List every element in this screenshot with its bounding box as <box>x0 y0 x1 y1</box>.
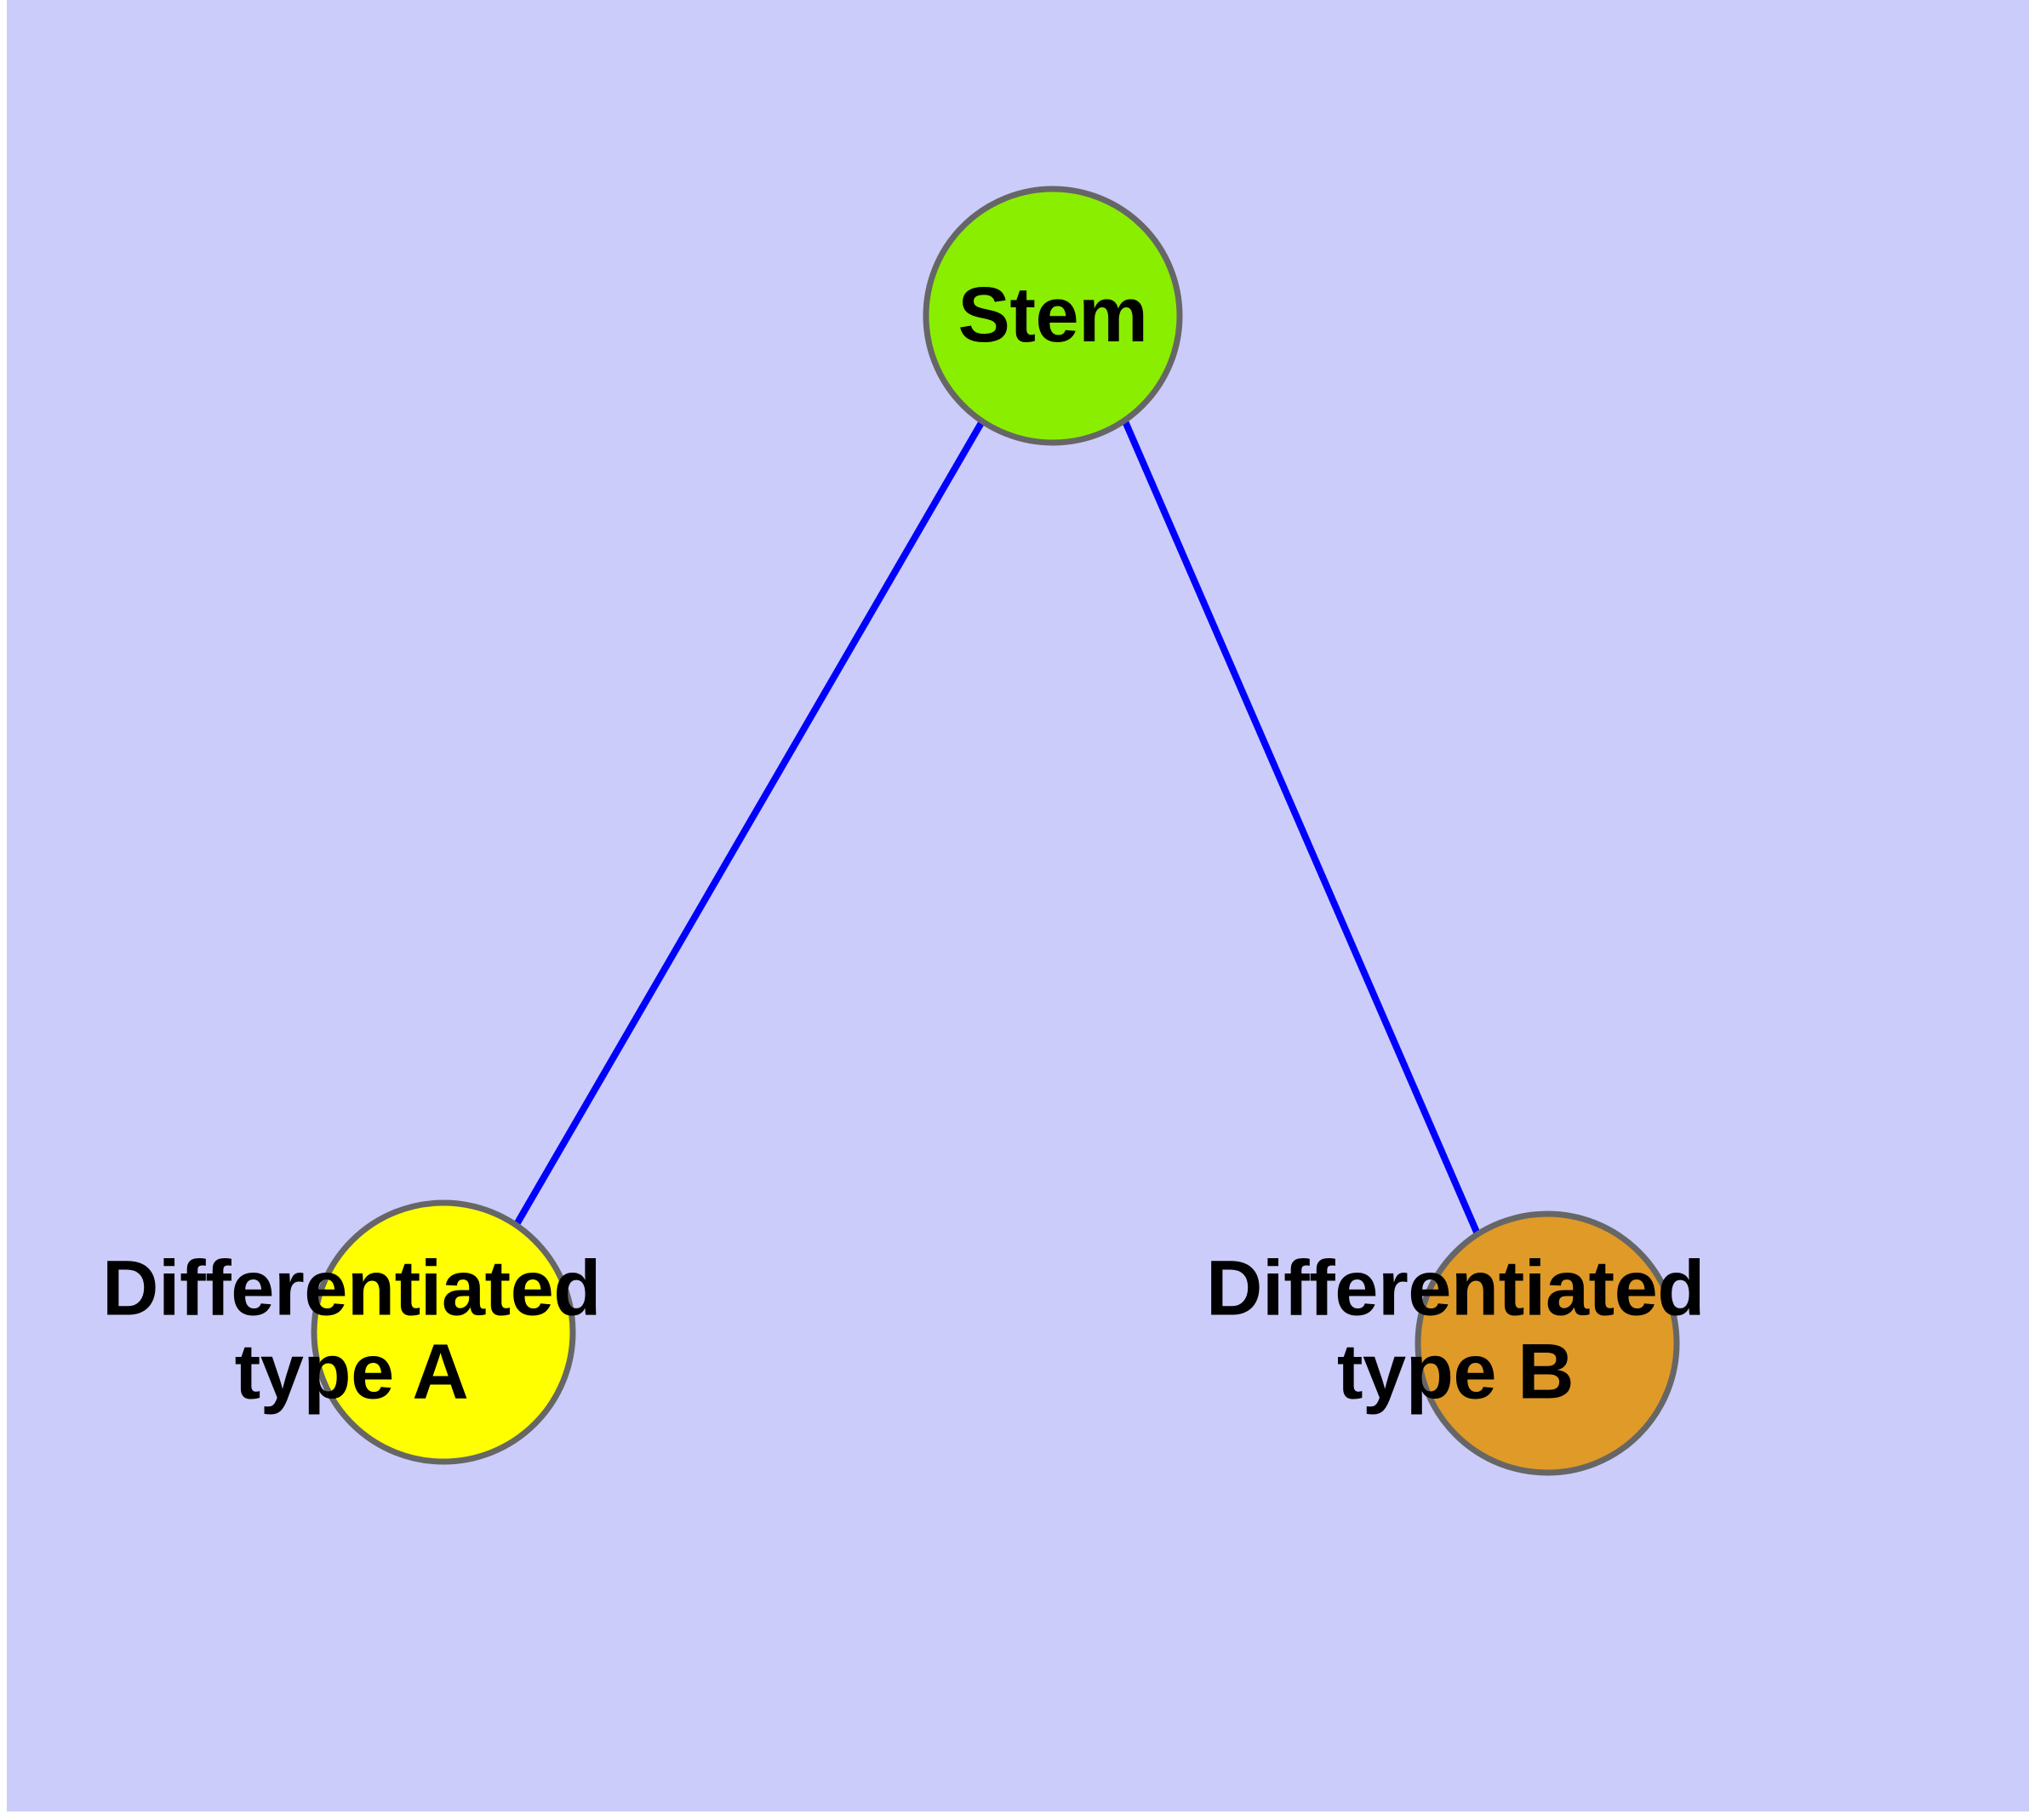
node-differentiated-type-a[interactable] <box>311 1199 576 1465</box>
node-layer <box>311 186 1680 1476</box>
node-differentiated-type-b[interactable] <box>1415 1210 1680 1476</box>
node-stem[interactable] <box>923 186 1183 446</box>
edge-stem-to-differentiated-type-a <box>512 419 986 1228</box>
edge-layer <box>512 419 1482 1238</box>
edge-stem-to-differentiated-type-b <box>1122 420 1482 1238</box>
